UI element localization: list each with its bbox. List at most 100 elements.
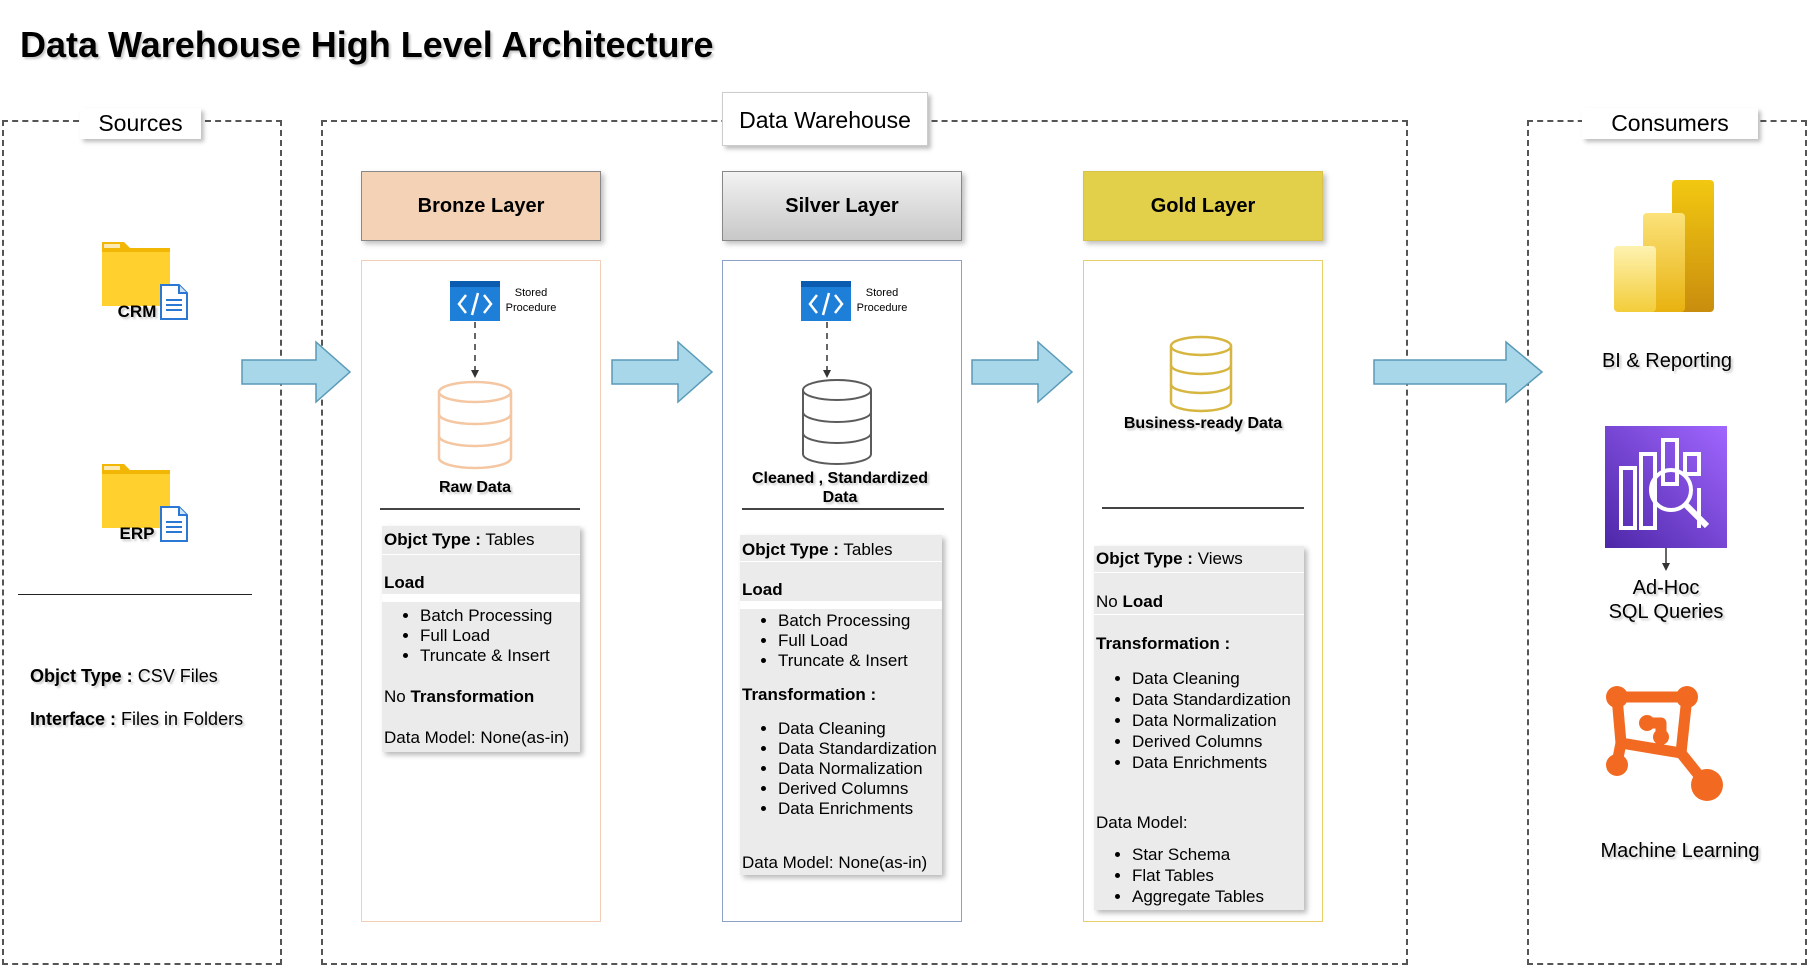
bronze-transformation: No Transformation xyxy=(384,687,534,707)
flow-connector xyxy=(1662,548,1670,571)
warehouse-label: Data Warehouse xyxy=(722,92,928,146)
label-line: SQL Queries xyxy=(1608,601,1724,623)
arrow-right-icon xyxy=(971,340,1074,404)
list-item: Data Standardization xyxy=(1132,689,1291,710)
gold-model-list: Star Schema Flat Tables Aggregate Tables xyxy=(1092,844,1264,907)
gold-layer-header: Gold Layer xyxy=(1083,171,1323,241)
list-item: Derived Columns xyxy=(778,779,937,799)
code-icon xyxy=(450,281,500,321)
cleaned-data-label: Cleaned , Standardized Data xyxy=(740,469,940,507)
procedure-text: Procedure xyxy=(856,302,908,314)
flow-connector xyxy=(823,322,831,378)
procedure-text: Procedure xyxy=(505,302,557,314)
silver-layer-header: Silver Layer xyxy=(722,171,962,241)
erp-label: ERP xyxy=(119,524,155,543)
list-item: Flat Tables xyxy=(1132,865,1264,886)
silver-object-type: Objct Type : Tables xyxy=(742,540,893,560)
flow-connector xyxy=(471,322,479,378)
separator xyxy=(382,594,580,602)
list-item: Data Normalization xyxy=(1132,710,1291,731)
no-text: No xyxy=(1096,592,1123,611)
bronze-details-panel: Objct Type : Tables Load Batch Processin… xyxy=(382,526,580,752)
erp-document-icon xyxy=(160,506,188,542)
gold-details-panel: Objct Type : Views No Load Transformatio… xyxy=(1094,546,1304,910)
gold-data-model-label: Data Model: xyxy=(1096,813,1188,832)
stored-procedure-label: Stored Procedure xyxy=(500,286,562,316)
gold-no-load: No Load xyxy=(1096,592,1163,612)
sources-divider xyxy=(18,594,252,595)
sources-object-type: Objct Type : CSV Files xyxy=(30,666,218,687)
bi-reporting-label: BI & Reporting xyxy=(1601,350,1733,372)
separator xyxy=(740,561,942,562)
object-type-value: Views xyxy=(1192,549,1243,568)
crm-folder-icon xyxy=(100,238,192,328)
list-item: Data Enrichments xyxy=(778,799,937,819)
separator xyxy=(1094,614,1304,615)
object-type-value: CSV Files xyxy=(132,666,218,686)
interface-value: Files in Folders xyxy=(116,709,244,729)
interface-key: Interface : xyxy=(30,709,117,729)
crm-document-icon xyxy=(160,284,188,320)
bronze-object-type: Objct Type : Tables xyxy=(384,530,535,550)
list-item: Data Enrichments xyxy=(1132,752,1291,773)
list-item: Data Cleaning xyxy=(1132,668,1291,689)
silver-load-list: Batch Processing Full Load Truncate & In… xyxy=(738,611,910,671)
list-item: Batch Processing xyxy=(420,606,552,626)
list-item: Data Normalization xyxy=(778,759,937,779)
separator xyxy=(1094,572,1304,573)
gold-divider xyxy=(1102,507,1304,509)
power-bi-icon xyxy=(1614,180,1716,314)
object-type-key: Objct Type : xyxy=(1096,549,1193,568)
load-label: Load xyxy=(1122,592,1164,611)
transformation-label: Transformation xyxy=(410,687,535,706)
transformation-label: Transformation : xyxy=(742,685,877,704)
gold-object-type: Objct Type : Views xyxy=(1096,549,1243,569)
gold-transformation: Transformation : xyxy=(1096,634,1230,654)
list-item: Full Load xyxy=(420,626,552,646)
silver-details-panel: Objct Type : Tables Load Batch Processin… xyxy=(740,535,942,875)
gold-transform-list: Data Cleaning Data Standardization Data … xyxy=(1092,668,1291,773)
page-title: Data Warehouse High Level Architecture xyxy=(20,24,714,65)
label-line: Ad-Hoc xyxy=(1632,577,1700,599)
stored-procedure-label: Stored Procedure xyxy=(851,286,913,316)
list-item: Truncate & Insert xyxy=(778,651,910,671)
silver-divider xyxy=(742,508,944,510)
business-ready-data-label: Business-ready Data xyxy=(1123,415,1283,432)
separator xyxy=(382,554,580,555)
sources-label: Sources xyxy=(80,108,201,139)
list-item: Star Schema xyxy=(1132,844,1264,865)
silver-transform-list: Data Cleaning Data Standardization Data … xyxy=(738,719,937,819)
load-label: Load xyxy=(742,580,783,599)
bronze-load-list: Batch Processing Full Load Truncate & In… xyxy=(380,606,552,666)
bronze-load: Load xyxy=(384,573,425,593)
sources-interface: Interface : Files in Folders xyxy=(30,709,243,730)
label-line: Cleaned , Standardized xyxy=(751,470,929,487)
database-icon xyxy=(1168,335,1234,413)
silver-transformation: Transformation : xyxy=(742,685,876,705)
list-item: Aggregate Tables xyxy=(1132,886,1264,907)
bronze-data-model: Data Model: None(as-in) xyxy=(384,728,570,747)
silver-data-model: Data Model: None(as-in) xyxy=(742,853,928,872)
list-item: Data Standardization xyxy=(778,739,937,759)
stored-text: Stored xyxy=(865,287,899,299)
list-item: Full Load xyxy=(778,631,910,651)
object-type-key: Objct Type : xyxy=(384,530,481,549)
erp-folder-icon xyxy=(100,460,192,550)
code-icon xyxy=(801,281,851,321)
bronze-divider xyxy=(380,508,580,510)
database-icon xyxy=(436,380,514,470)
machine-learning-label: Machine Learning xyxy=(1600,840,1760,862)
database-icon xyxy=(800,378,874,468)
crm-label: CRM xyxy=(117,302,157,321)
arrow-right-icon xyxy=(241,340,352,404)
silver-load: Load xyxy=(742,580,783,600)
list-item: Data Cleaning xyxy=(778,719,937,739)
consumers-label: Consumers xyxy=(1582,108,1758,139)
no-text: No xyxy=(384,687,411,706)
list-item: Batch Processing xyxy=(778,611,910,631)
object-type-key: Objct Type : xyxy=(30,666,133,686)
arrow-right-icon xyxy=(611,340,714,404)
list-item: Derived Columns xyxy=(1132,731,1291,752)
arrow-right-icon xyxy=(1373,340,1544,404)
stored-text: Stored xyxy=(514,287,548,299)
